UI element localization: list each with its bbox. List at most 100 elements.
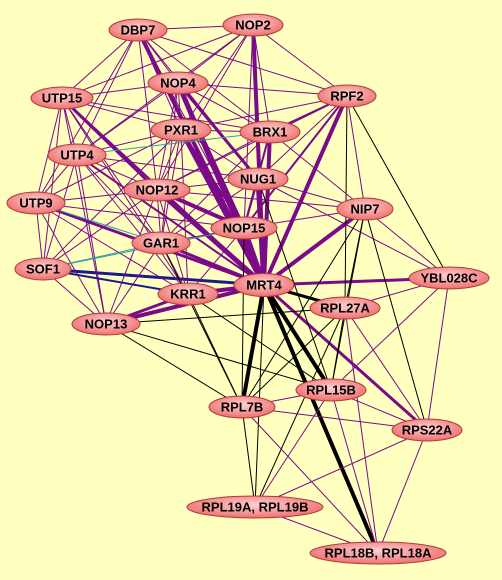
node-ellipse[interactable] [309,296,381,320]
node-gar1[interactable]: GAR1 [131,231,191,255]
edge-mrt4-sof1 [41,267,266,287]
edge-mrt4-rpl7b [240,283,266,409]
node-brx1[interactable]: BRX1 [239,120,301,144]
node-dbp7[interactable]: DBP7 [108,18,168,42]
edge-mrt4-nop12 [154,187,267,288]
edge-rpl7b-rpl19 [241,406,256,508]
node-ellipse[interactable] [71,312,141,336]
edge-krr1-rpl15b [187,293,332,391]
node-ellipse[interactable] [391,418,463,442]
node-ellipse[interactable] [233,273,295,297]
edge-rpf2-nug1 [257,95,348,180]
node-ellipse[interactable] [227,167,289,191]
node-krr1[interactable]: KRR1 [157,282,219,306]
edge-brx1-gar1 [160,131,271,244]
edge-nop2-rpf2 [252,24,348,97]
node-rpl7b[interactable]: RPL7B [208,395,276,419]
node-ellipse[interactable] [239,120,301,144]
node-ellipse[interactable] [408,266,490,290]
node-ellipse[interactable] [336,197,394,221]
edge-mrt4-rpf2 [262,94,349,287]
node-nop2[interactable]: NOP2 [222,13,284,37]
node-utp15[interactable]: UTP15 [30,86,94,110]
node-nip7[interactable]: NIP7 [336,197,394,221]
edge-utp15-krr1 [61,97,189,295]
node-ellipse[interactable] [123,178,191,202]
edge-utp15-nop13 [61,97,107,325]
node-ellipse[interactable] [222,13,284,37]
node-mrt4[interactable]: MRT4 [233,273,295,297]
node-pxr1[interactable]: PXR1 [150,118,212,142]
node-nop15[interactable]: NOP15 [210,216,278,240]
node-ellipse[interactable] [14,257,72,281]
edge-rpf2-nop12 [156,95,348,191]
edge-rpf2-nop15 [243,95,348,229]
node-ellipse[interactable] [6,191,66,215]
edge-utp9-nop15 [35,202,245,229]
edge-rpl27a-rpl18 [344,307,379,554]
node-rps22a[interactable]: RPS22A [391,418,463,442]
edge-nip7-rpl7b [241,208,366,408]
edge-brx1-utp4 [76,131,271,156]
edge-utp4-nug1 [76,154,259,180]
edge-dbp7-nop12 [137,29,158,191]
edge-rps22a-rpl19 [254,429,428,508]
edge-ybl028c-rps22a [426,277,450,431]
edge-utp4-krr1 [76,154,189,295]
node-nop13[interactable]: NOP13 [71,312,141,336]
edge-nop13-rpl15b [105,323,332,391]
node-utp9[interactable]: UTP9 [6,191,66,215]
edge-pxr1-nop15 [180,129,245,229]
node-rpl19[interactable]: RPL19A, RPL19B [186,495,324,519]
edge-pxr1-utp9 [35,129,182,204]
edge-nop13-rpl7b [105,323,243,408]
node-ellipse[interactable] [147,71,209,95]
edge-rpl27a-rpl15b [330,307,346,391]
edge-gar1-nop13 [105,242,162,325]
node-nug1[interactable]: NUG1 [227,167,289,191]
node-ellipse[interactable] [131,231,191,255]
edge-utp15-brx1 [61,97,271,133]
node-rpf2[interactable]: RPF2 [317,84,377,108]
edge-rpl27a-rpl19 [254,307,346,508]
edge-nop15-rpl7b [241,227,245,408]
node-rpl27a[interactable]: RPL27A [309,296,381,320]
node-ellipse[interactable] [157,282,219,306]
edge-utp15-nop12 [60,96,159,192]
edge-nip7-rps22a [364,208,428,431]
edge-nop4-utp4 [76,82,179,156]
node-ellipse[interactable] [150,118,212,142]
edge-nip7-ybl028c [364,208,450,279]
edge-nop13-rpl27a [105,307,346,325]
node-rpl15b[interactable]: RPL15B [295,378,367,402]
node-nop4[interactable]: NOP4 [147,71,209,95]
edge-nop4-nop15 [176,81,246,230]
node-rpl18[interactable]: RPL18B, RPL18A [309,541,447,565]
node-ellipse[interactable] [30,86,94,110]
node-ellipse[interactable] [210,216,278,240]
node-utp4[interactable]: UTP4 [47,143,107,167]
edge-nop2-nug1 [252,24,259,180]
edge-utp9-krr1 [35,202,189,295]
node-ellipse[interactable] [186,495,324,519]
node-ellipse[interactable] [295,378,367,402]
edge-rpl7b-rpl18 [241,406,379,554]
edge-dbp7-rpf2 [137,29,348,97]
node-ybl028c[interactable]: YBL028C [408,266,490,290]
edge-brx1-nop12 [156,131,271,191]
edge-nop4-gar1 [160,82,179,244]
node-ellipse[interactable] [208,395,276,419]
edge-nop12-sof1 [42,189,158,270]
edge-nop12-nip7 [156,189,366,210]
edge-mrt4-rpl15b [262,283,333,392]
edge-utp4-sof1 [42,154,78,270]
node-ellipse[interactable] [47,143,107,167]
node-ellipse[interactable] [317,84,377,108]
node-ellipse[interactable] [309,541,447,565]
edge-ybl028c-rpl15b [330,277,450,391]
node-nop12[interactable]: NOP12 [123,178,191,202]
node-sof1[interactable]: SOF1 [14,257,72,281]
edge-nug1-rpl15b [257,178,332,391]
node-ellipse[interactable] [108,18,168,42]
